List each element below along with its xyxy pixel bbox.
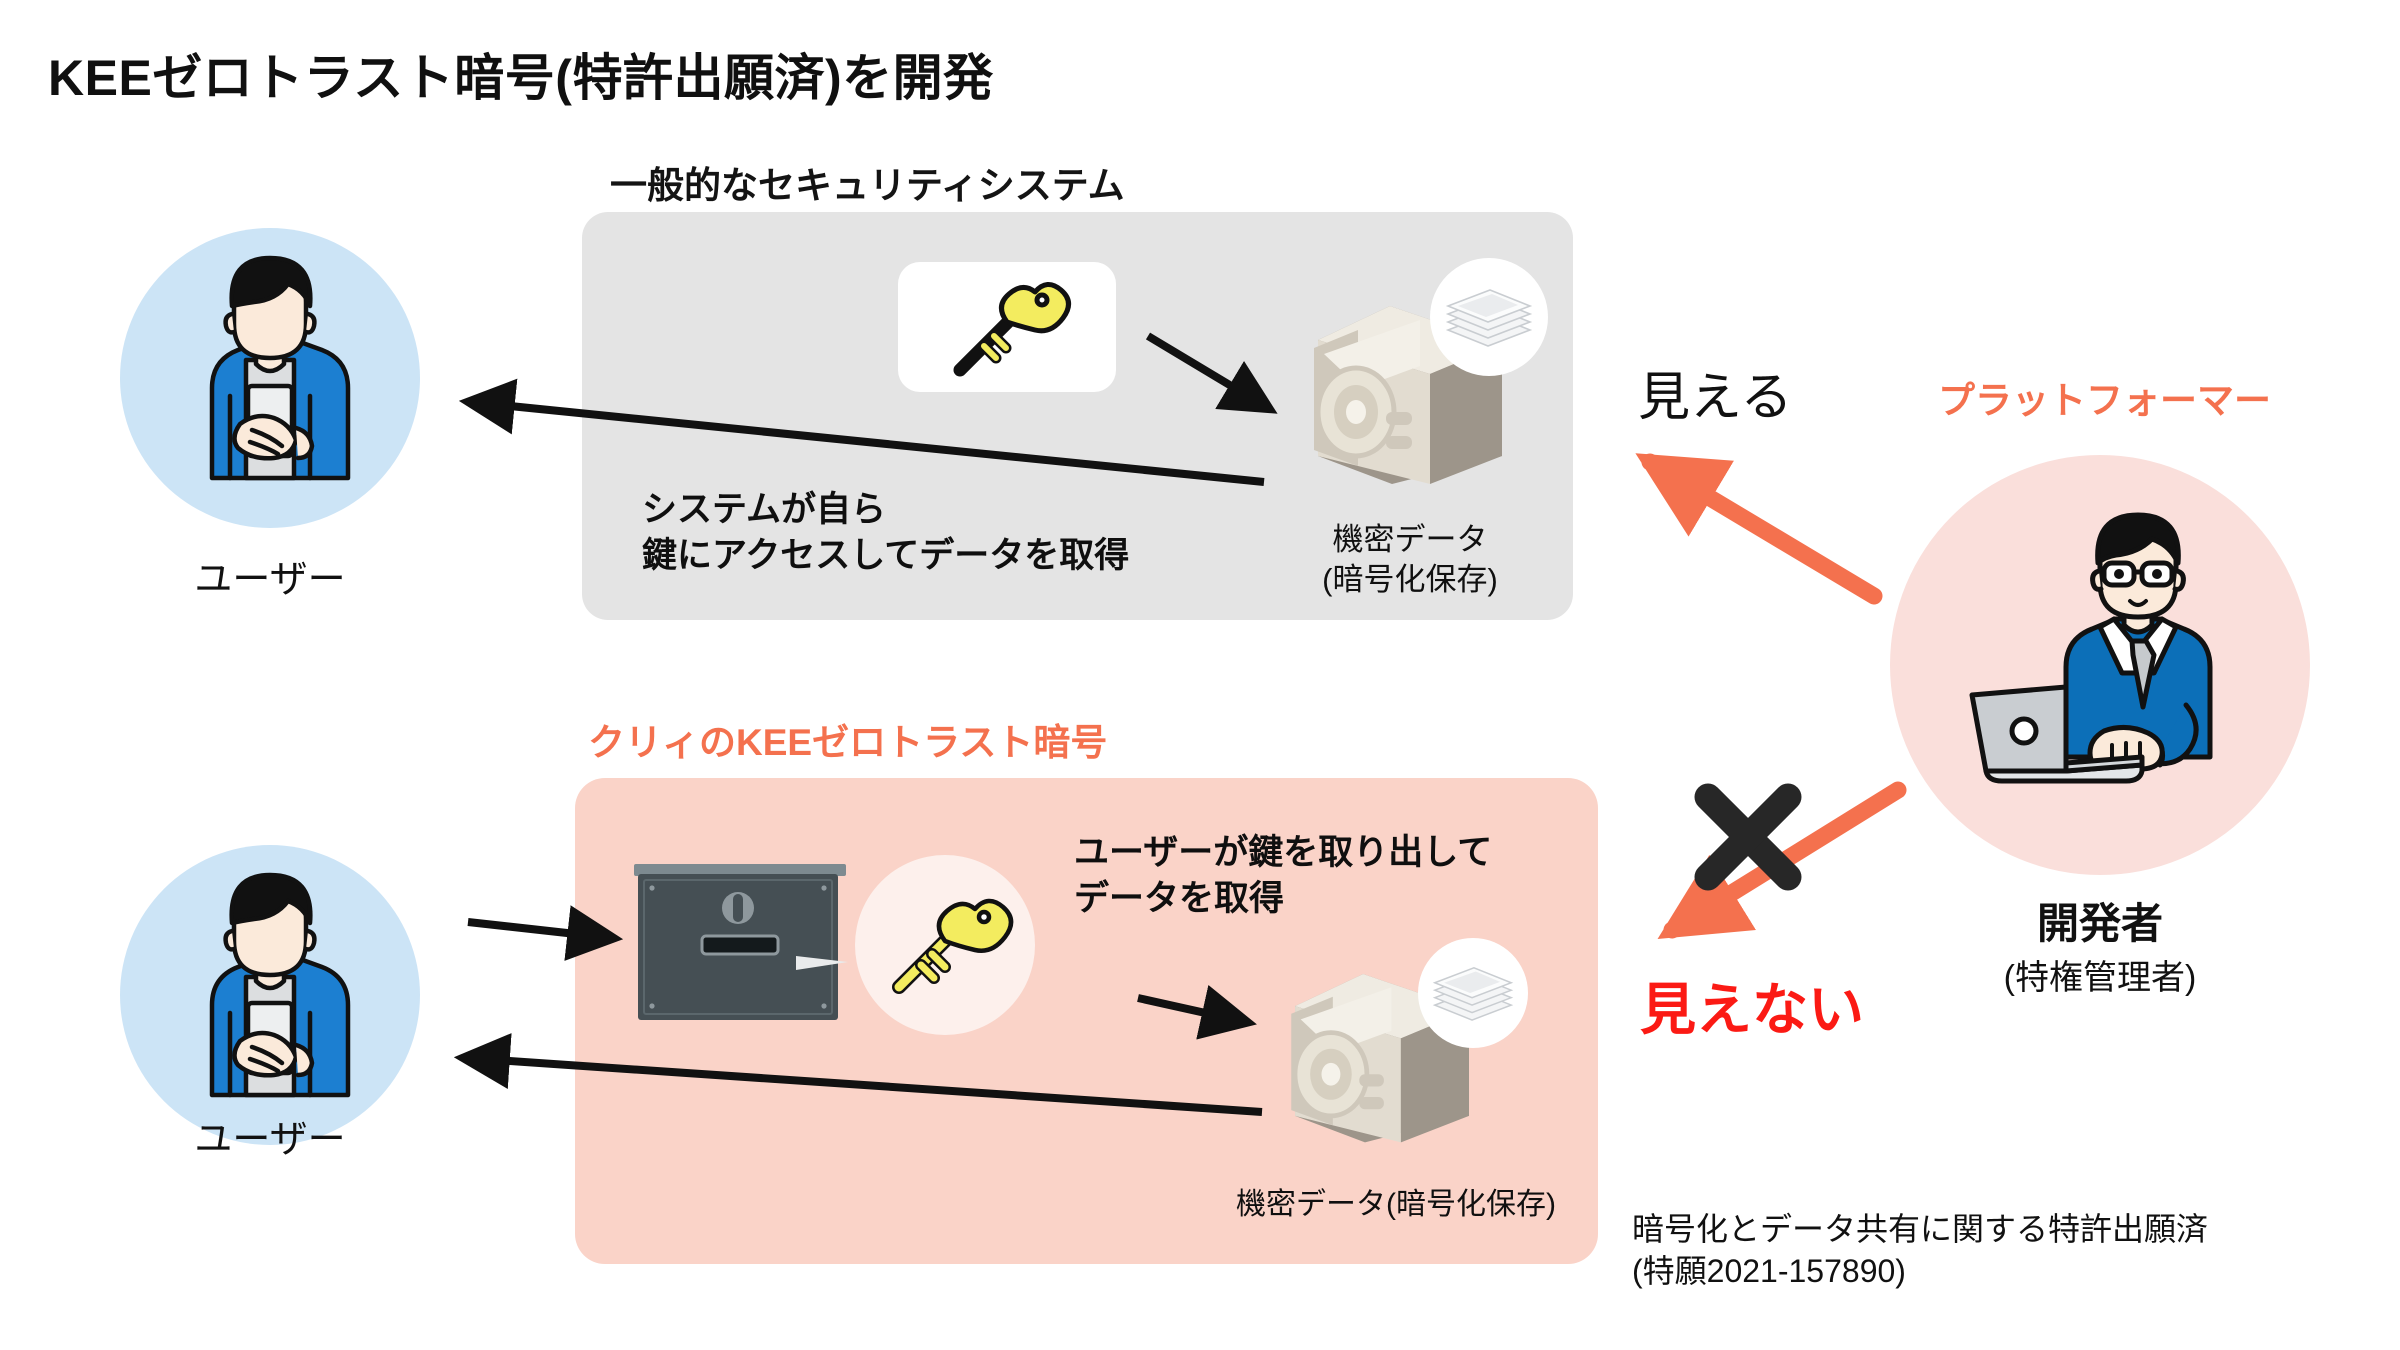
user-avatar-bottom <box>120 845 420 1145</box>
developer-avatar <box>1890 455 2310 875</box>
page-title: KEEゼロトラスト暗号(特許出願済)を開発 <box>48 50 994 106</box>
yellow-key-icon <box>953 282 1071 377</box>
key-card-top <box>898 262 1116 392</box>
cross-mark-icon <box>1694 783 1802 891</box>
person-with-smartphone-icon <box>209 255 351 481</box>
platformer-label: プラットフォーマー <box>1938 380 2271 421</box>
document-stack-icon <box>1445 289 1533 347</box>
user-label-top: ユーザー <box>194 559 346 601</box>
document-stack-icon <box>1432 967 1514 1021</box>
bottom-section-heading: クリィのKEEゼロトラスト暗号 <box>588 722 1108 763</box>
deposit-box-with-keyhole-icon <box>634 864 848 1020</box>
arrow-developer-blocked <box>1657 781 1907 939</box>
deposit-lockbox <box>630 860 850 1030</box>
businessman-with-laptop-icon <box>1969 512 2213 784</box>
patent-note: 暗号化とデータ共有に関する特許出願済 (特願2021-157890) <box>1632 1211 2209 1290</box>
visible-label: 見える <box>1638 369 1793 427</box>
developer-role: (特権管理者) <box>2003 959 2197 997</box>
documents-bubble-bottom <box>1418 938 1528 1048</box>
top-section-heading: 一般的なセキュリティシステム <box>610 165 1125 206</box>
user-avatar-top <box>120 228 420 528</box>
safe-vault-open-icon <box>1314 306 1502 484</box>
bottom-data-caption: 機密データ(暗号化保存) <box>1236 1188 1556 1221</box>
bottom-flow-description: ユーザーが鍵を取り出して データを取得 <box>1074 833 1493 919</box>
user-label-bottom: ユーザー <box>194 1119 346 1161</box>
arrow-developer-sees <box>1635 453 1883 605</box>
top-data-caption: 機密データ (暗号化保存) <box>1322 522 1498 598</box>
top-flow-description: システムが自ら 鍵にアクセスしてデータを取得 <box>642 490 1130 576</box>
yellow-key-icon <box>892 898 1014 994</box>
person-with-smartphone-icon <box>209 872 351 1098</box>
developer-name: 開発者 <box>2036 900 2163 947</box>
documents-bubble-top <box>1430 258 1548 376</box>
key-bubble-bottom <box>855 855 1035 1035</box>
invisible-label: 見えない <box>1640 978 1864 1041</box>
safe-vault-top <box>1300 270 1520 490</box>
